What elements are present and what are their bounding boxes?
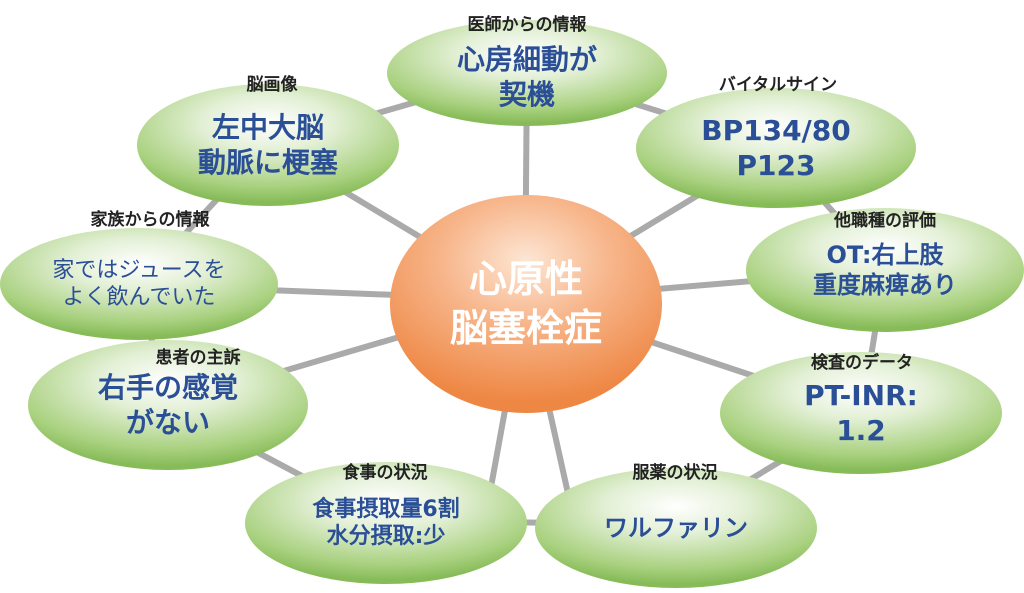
label-doctor-info: 医師からの情報 [467,15,587,35]
label-test-data: 検査のデータ [811,353,913,373]
label-other-staff-eval: 他職種の評価 [834,211,936,231]
node-brain-image: 左中大脳 動脈に梗塞 [137,84,399,206]
node-family-info: 家ではジュースを よく飲んでいた [0,228,278,340]
label-patient-complaint: 患者の主訴 [155,348,241,368]
label-medication: 服薬の状況 [632,463,718,483]
center-node-diagnosis: 心原性 脳塞栓症 [390,195,662,413]
node-other-staff-eval: OT:右上肢 重度麻痺あり [746,208,1024,332]
node-patient-complaint: 右手の感覚 がない [28,340,308,470]
node-vital-signs: BP134/80 P123 [636,88,916,208]
ring-connector [134,66,889,529]
node-meal-status: 食事摂取量6割 水分摂取:少 [245,462,527,584]
label-vital-signs: バイタルサイン [718,75,838,95]
label-family-info: 家族からの情報 [90,210,210,230]
label-meal-status: 食事の状況 [342,463,428,483]
node-medication: ワルファリン [535,468,817,588]
node-test-data: PT-INR: 1.2 [720,352,1002,474]
node-doctor-info: 心房細動が 契機 [387,20,667,126]
label-brain-image: 脳画像 [246,75,298,95]
